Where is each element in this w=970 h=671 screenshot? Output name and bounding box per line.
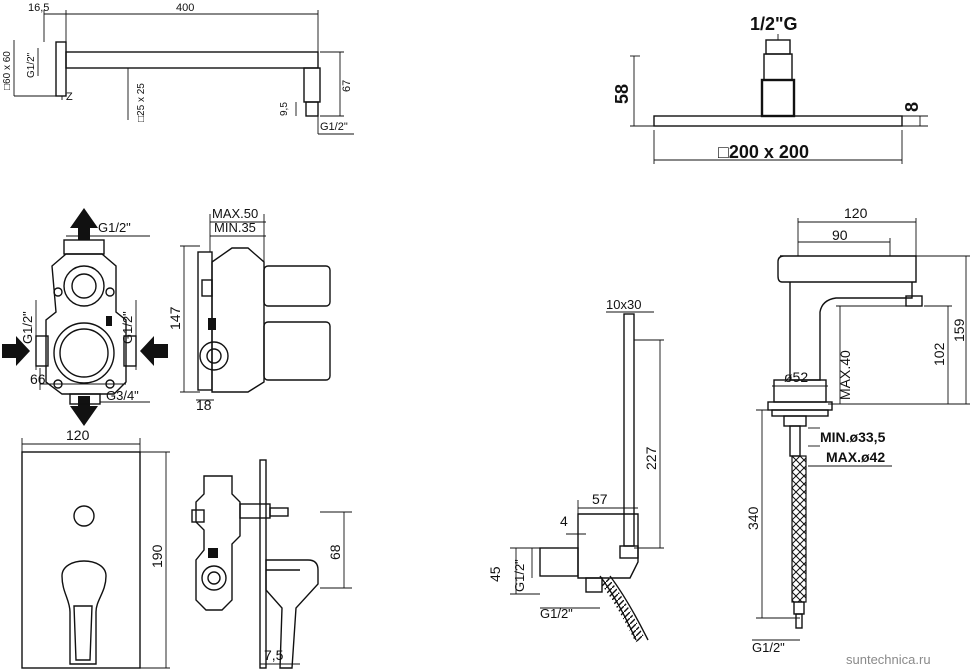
shower-head-drawing: 1/2"G 58 8 □200 x 200	[612, 14, 928, 164]
mixer-height-dim: 68	[327, 544, 343, 560]
valve-side-depth-dim: 18	[196, 397, 212, 413]
hand-shower-drawing: 10x30 227 57 4 45 G1/2" G1/2"	[487, 297, 664, 643]
head-size-dim: □200 x 200	[718, 142, 809, 162]
mixer-width-dim: 120	[844, 205, 868, 221]
arm-offset-dim: 16,5	[28, 2, 49, 14]
head-thread-dim: 1/2"G	[750, 14, 798, 34]
mixer-depth-dim: 7,5	[264, 647, 284, 663]
hand-length-dim: 227	[643, 446, 659, 470]
arm-end-thread-dim: G1/2"	[320, 121, 348, 133]
valve-max-depth-dim: MAX.50	[212, 206, 258, 221]
hand-offset-dim: 4	[560, 513, 568, 529]
arm-z-dim: Z	[66, 91, 73, 103]
hand-width-dim: 57	[592, 491, 608, 507]
mixer-max-deck-dim: MAX.40	[837, 350, 853, 400]
arm-height-dim: 67	[341, 80, 353, 92]
mixer-max-hole-dim: MAX.ø42	[826, 449, 885, 465]
mixer-total-height-dim: 159	[951, 318, 967, 342]
basin-mixer-drawing: 120 90 159 102 ø52 MAX.40 MIN.ø33,5 MAX.…	[745, 205, 970, 655]
arm-tube-dim: □25 x 25	[136, 83, 147, 122]
mixer-reach-dim: 90	[832, 227, 848, 243]
mixer-base-dim: ø52	[784, 369, 808, 385]
cover-height-dim: 190	[149, 544, 165, 568]
hand-section-dim: 10x30	[606, 297, 641, 312]
valve-side-drawing: MAX.50 MIN.35 147 18	[167, 206, 331, 413]
mixer-min-hole-dim: MIN.ø33,5	[820, 429, 886, 445]
head-height-dim: 58	[612, 84, 632, 104]
arm-drop-dim: 9,5	[279, 102, 290, 116]
valve-left-thread-dim: G1/2"	[20, 311, 35, 344]
cover-width-dim: 120	[66, 427, 90, 443]
watermark: suntechnica.ru	[846, 652, 931, 667]
mixer-thread-dim: G1/2"	[752, 640, 785, 655]
hand-height-dim: 45	[487, 566, 503, 582]
head-thickness-dim: 8	[902, 102, 922, 112]
arm-length-dim: 400	[176, 2, 194, 14]
valve-bottom-thread-dim: G3/4"	[106, 388, 139, 403]
valve-right-thread-dim: G1/2"	[120, 311, 135, 344]
hand-side-thread-dim: G1/2"	[512, 559, 527, 592]
mixer-hose-dim: 340	[745, 506, 761, 530]
mixer-side-drawing: 68 7,5	[191, 459, 352, 669]
arm-wall-thread-dim: G1/2"	[26, 52, 37, 78]
valve-width-dim: 66	[30, 371, 46, 387]
valve-height-dim: 147	[167, 306, 183, 330]
mixer-spout-height-dim: 102	[931, 342, 947, 366]
shower-arm-drawing: 16,5 400 □60 x 60 G1/2" Z □25 x 25 67 9,…	[2, 2, 354, 135]
valve-body-drawing: G1/2" G1/2" G1/2" 66 G3/4"	[2, 208, 168, 426]
arm-plate-dim: □60 x 60	[2, 51, 13, 90]
hand-bottom-thread-dim: G1/2"	[540, 606, 573, 621]
valve-min-depth-dim: MIN.35	[214, 220, 256, 235]
valve-top-thread-dim: G1/2"	[98, 220, 131, 235]
cover-plate-drawing: 120 190	[21, 427, 170, 669]
